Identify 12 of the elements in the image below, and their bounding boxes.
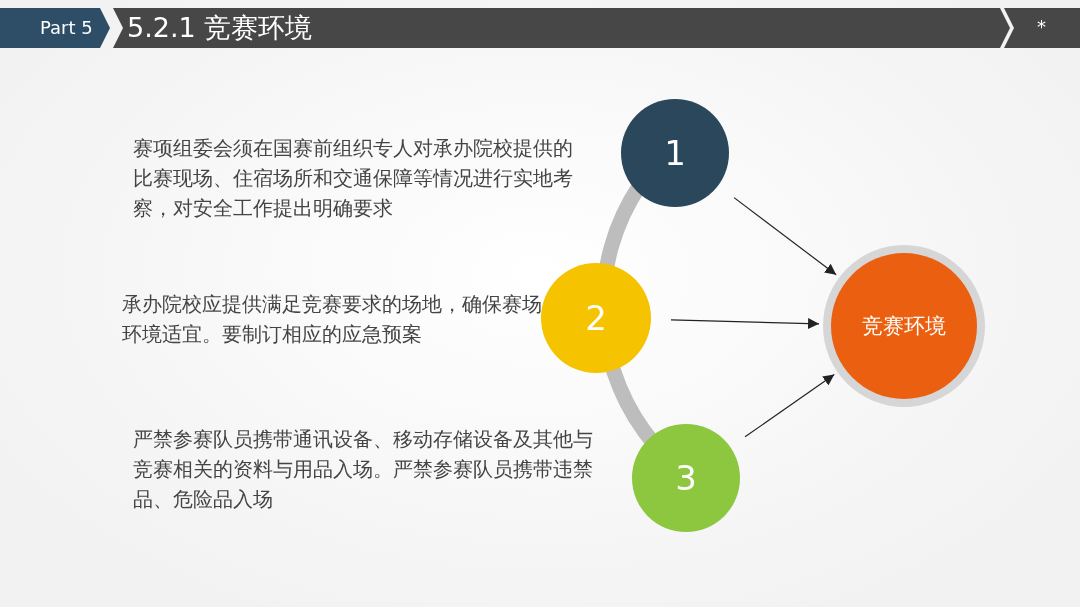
- slide-title: 5.2.1 竞赛环境: [127, 11, 313, 45]
- section-label: Part 5: [40, 16, 93, 40]
- page-marker: *: [1037, 15, 1046, 39]
- number-circle: 2: [541, 263, 651, 373]
- number-circle: 1: [621, 99, 729, 207]
- description-text: 赛项组委会须在国赛前组织专人对承办院校提供的比赛现场、住宿场所和交通保障等情况进行实地考察，对安全工作提出明确要求: [133, 136, 573, 222]
- arrow: [733, 197, 837, 276]
- number-circle: 3: [632, 424, 740, 532]
- arrow: [744, 374, 835, 438]
- description-text: 承办院校应提供满足竞赛要求的场地，确保赛场环境适宜。要制订相应的应急预案: [122, 292, 542, 348]
- arrow: [670, 318, 820, 329]
- description-text: 严禁参赛队员携带通讯设备、移动存储设备及其他与竞赛相关的资料与用品入场。严禁参赛队员携带违禁品、危险品入场: [133, 427, 593, 513]
